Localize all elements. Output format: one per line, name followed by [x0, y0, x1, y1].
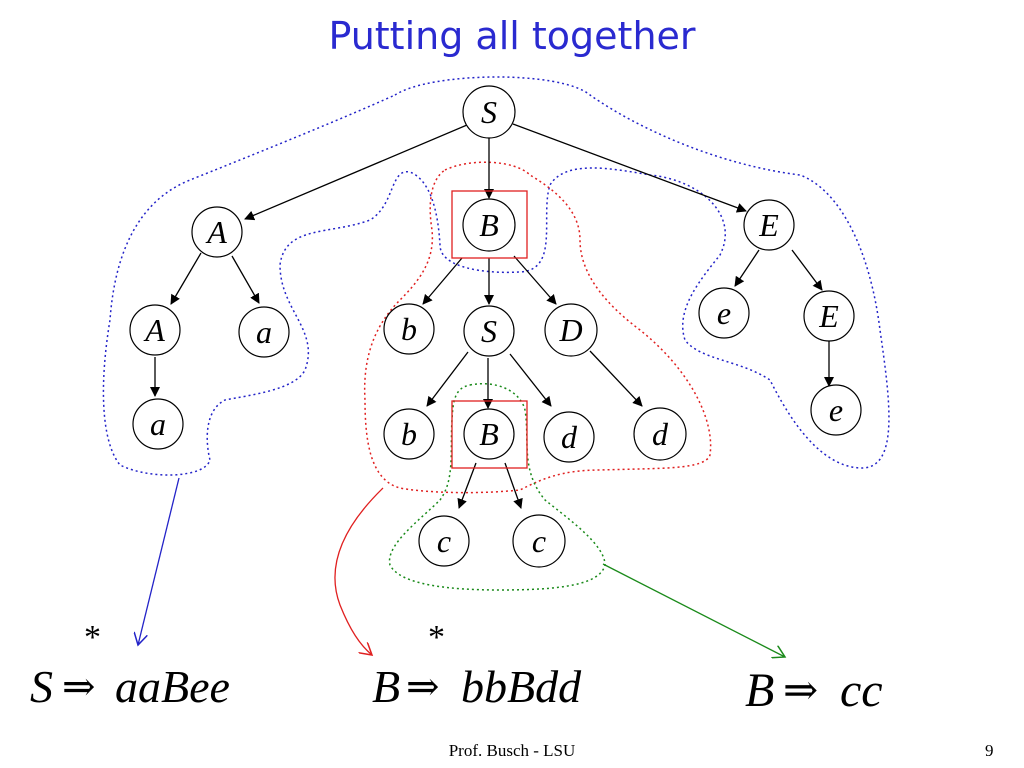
svg-text:A: A — [143, 312, 165, 348]
derivation-first: * S ⇒ aaBee — [30, 619, 230, 712]
node-b-upper: b — [383, 303, 435, 355]
blue-region-outline — [102, 76, 890, 476]
derivation-first-arrow: ⇒ — [62, 664, 96, 710]
edge-B2-c2 — [504, 462, 523, 509]
node-B-inner: B — [463, 408, 515, 460]
node-S-middle: S — [463, 305, 515, 357]
svg-text:c: c — [532, 523, 546, 559]
svg-text:d: d — [652, 416, 669, 452]
derivation-third-right: cc — [840, 664, 883, 717]
blue-connector-arrow — [138, 477, 180, 645]
node-e-left: e — [698, 287, 750, 339]
highlight-box-B-upper — [451, 190, 528, 259]
node-a-leaf: a — [132, 398, 184, 450]
svg-text:S: S — [481, 94, 497, 130]
tree-nodes: S A B E A a b S D e E a — [129, 85, 862, 568]
svg-text:b: b — [401, 416, 417, 452]
node-A-child: A — [129, 304, 181, 356]
edge-E-e — [734, 249, 760, 287]
edge-S2-b — [426, 351, 469, 407]
svg-text:a: a — [256, 314, 272, 350]
node-b-lower: b — [383, 408, 435, 460]
derivation-third-left: B — [745, 664, 774, 717]
node-c-left: c — [418, 515, 470, 567]
footer-page-number: 9 — [985, 741, 994, 760]
svg-text:S: S — [481, 313, 497, 349]
node-S-root: S — [462, 85, 516, 139]
slide-title: Putting all together — [328, 14, 696, 58]
derivation-second-arrow: ⇒ — [406, 664, 440, 710]
edge-E-E — [791, 249, 823, 291]
edge-S-A — [244, 124, 468, 221]
edge-D-d — [589, 350, 643, 407]
node-E-child: E — [803, 290, 855, 342]
edge-B-D — [513, 255, 557, 305]
red-connector-arrow — [334, 487, 384, 655]
svg-text:a: a — [150, 406, 166, 442]
edge-B2-c1 — [457, 462, 477, 509]
derivation-second: * B ⇒ bbBdd — [372, 619, 582, 712]
tree-edges — [150, 123, 834, 509]
node-a-right: a — [238, 306, 290, 358]
svg-text:B: B — [479, 207, 499, 243]
node-A: A — [191, 206, 243, 258]
derivation-third-arrow: ⇒ — [783, 665, 818, 714]
highlight-box-B-lower — [451, 400, 528, 469]
node-E: E — [743, 199, 795, 251]
svg-text:b: b — [401, 311, 417, 347]
derivation-first-right: aaBee — [115, 661, 230, 712]
node-d-left: d — [543, 411, 595, 463]
node-D: D — [544, 303, 598, 357]
edge-A-a — [231, 255, 260, 304]
svg-text:d: d — [561, 419, 578, 455]
svg-text:D: D — [558, 312, 582, 348]
footer-author: Prof. Busch - LSU — [448, 741, 576, 760]
derivation-first-star: * — [84, 619, 101, 656]
edge-S2-d — [509, 353, 552, 407]
derivation-third: B ⇒ cc — [745, 664, 883, 717]
svg-text:A: A — [205, 214, 227, 250]
node-B: B — [462, 198, 516, 252]
svg-text:E: E — [818, 298, 839, 334]
svg-text:e: e — [829, 392, 843, 428]
svg-text:c: c — [437, 523, 451, 559]
derivation-first-left: S — [30, 661, 53, 712]
green-connector-arrow — [602, 563, 785, 657]
node-c-right: c — [512, 514, 566, 568]
node-d-right: d — [633, 407, 687, 461]
edge-B-b — [422, 257, 463, 305]
edge-S-E — [512, 123, 747, 213]
derivation-second-left: B — [372, 661, 400, 712]
svg-text:B: B — [479, 416, 499, 452]
svg-text:e: e — [717, 295, 731, 331]
node-e-leaf: e — [810, 384, 862, 436]
svg-text:E: E — [758, 207, 779, 243]
derivation-second-star: * — [428, 619, 445, 656]
derivation-second-right: bbBdd — [461, 661, 582, 712]
edge-A-A — [170, 252, 202, 305]
